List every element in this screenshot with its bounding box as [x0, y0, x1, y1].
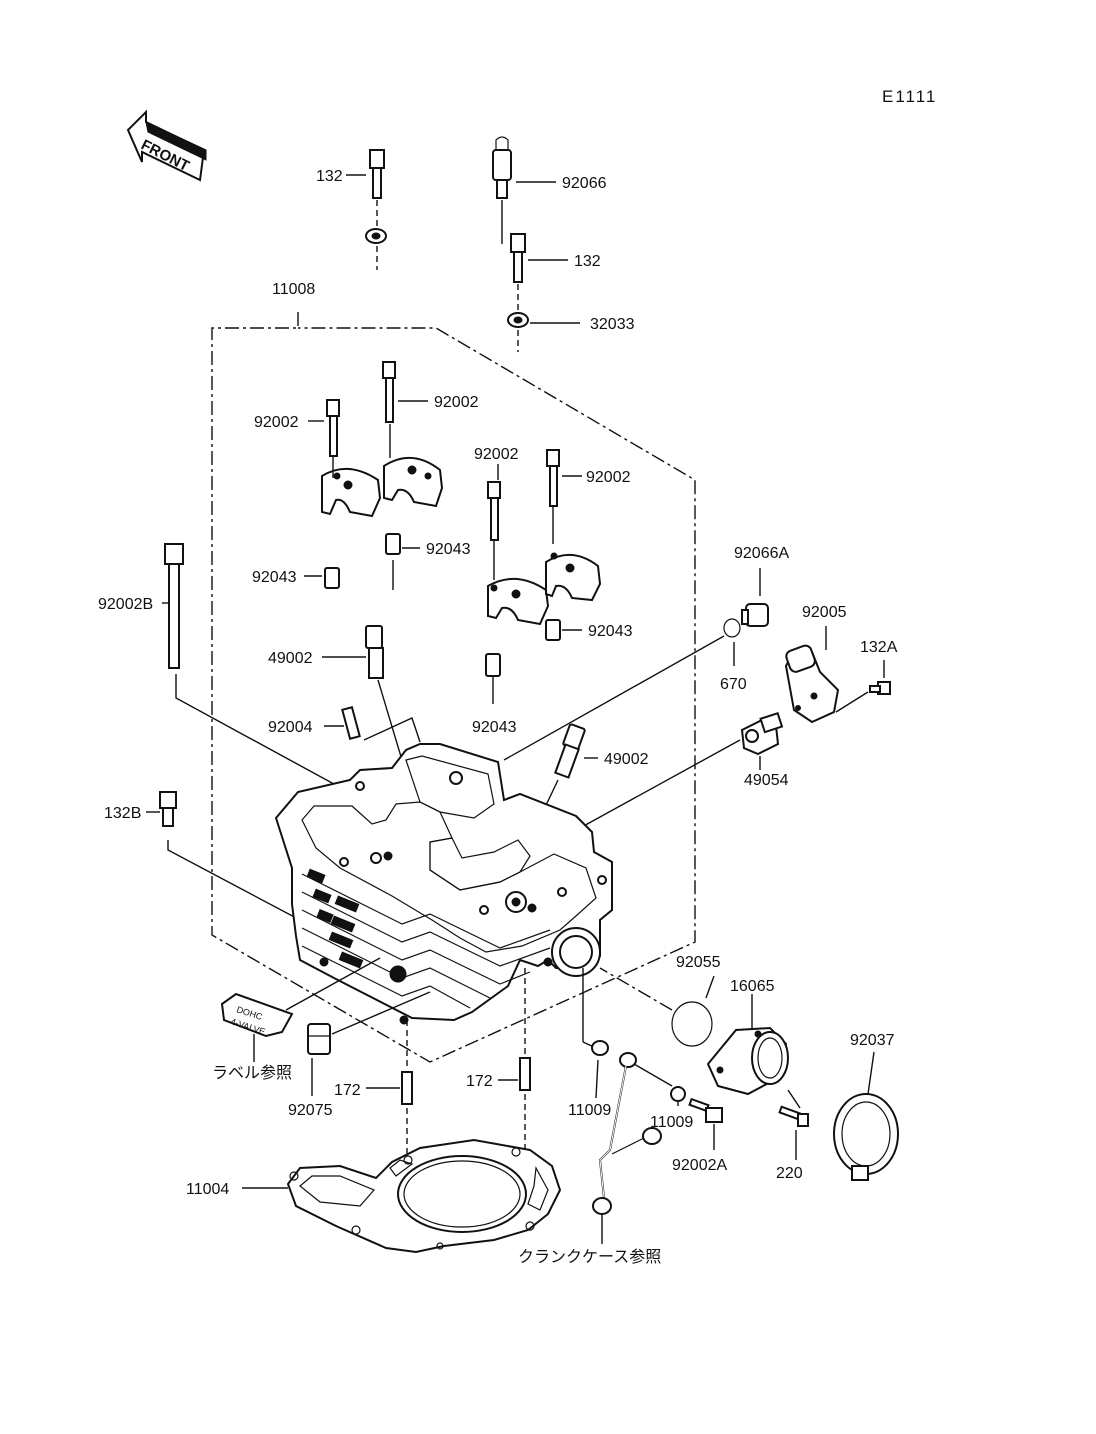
bolt-132A	[835, 660, 891, 713]
crankcase-reference-note: クランクケース参照	[518, 1247, 661, 1266]
label-92043-c: 92043	[588, 623, 633, 640]
sensor-92066	[492, 136, 512, 244]
bolt-132-mid	[510, 233, 526, 352]
label-11008: 11008	[272, 281, 315, 298]
label-reference-note: ラベル参照	[212, 1063, 292, 1082]
dowel-172-a	[401, 1020, 413, 1160]
label-92002A: 92002A	[672, 1157, 727, 1174]
label-172-a: 172	[334, 1082, 361, 1099]
bolt-92002A	[688, 1097, 723, 1150]
o-ring-92055	[599, 967, 715, 1047]
label-92002-b: 92002	[434, 394, 479, 411]
dowel-172-b	[519, 968, 531, 1200]
label-92043-a: 92043	[252, 569, 297, 586]
head-gasket-11004	[286, 1138, 562, 1254]
camshaft-cap-3	[487, 481, 550, 626]
dowel-92043-b	[324, 567, 340, 589]
dowel-92043-c	[545, 619, 561, 641]
label-92066: 92066	[562, 175, 607, 192]
intake-holder-16065	[706, 994, 801, 1109]
bolt-92002B	[164, 543, 379, 809]
label-132A: 132A	[860, 639, 898, 656]
label-92005: 92005	[802, 604, 847, 621]
label-92055: 92055	[676, 954, 721, 971]
label-92002-c: 92002	[474, 446, 519, 463]
label-92002B: 92002B	[98, 596, 153, 613]
screw-220	[778, 1105, 809, 1160]
clamp-92037	[833, 1051, 899, 1181]
stud-92004	[341, 705, 421, 743]
thermostat-49054	[579, 711, 784, 829]
label-11009-a: 11009	[568, 1102, 611, 1119]
label-11004: 11004	[186, 1181, 229, 1198]
label-132-mid: 132	[574, 253, 601, 270]
label-92004: 92004	[268, 719, 313, 736]
label-49054: 49054	[744, 772, 789, 789]
dowel-92043-d	[485, 653, 501, 704]
label-132-top: 132	[316, 168, 343, 185]
label-132B: 132B	[104, 805, 141, 822]
camshaft-cap-2	[382, 361, 444, 508]
thermostat-cover-92005	[784, 626, 840, 724]
leader-lines	[146, 174, 598, 1189]
o-ring-670	[503, 618, 741, 761]
label-92043-d: 92043	[472, 719, 517, 736]
label-172-b: 172	[466, 1073, 493, 1090]
label-670: 670	[720, 676, 747, 693]
label-92037: 92037	[850, 1032, 895, 1049]
label-49002-b: 49002	[604, 751, 649, 768]
label-92075: 92075	[288, 1102, 333, 1119]
label-32033: 32033	[590, 316, 635, 333]
dohc-label-plate: DOHC 4-VALVE	[220, 957, 381, 1062]
diagram-id: E1111	[882, 87, 937, 106]
camshaft-cap-1	[321, 399, 382, 518]
camshaft-cap-4	[545, 449, 602, 602]
label-92043-b: 92043	[426, 541, 471, 558]
plug-92066A	[741, 568, 769, 627]
label-92066A: 92066A	[734, 545, 789, 562]
label-92002-a: 92002	[254, 414, 299, 431]
label-220: 220	[776, 1165, 803, 1182]
label-92002-d: 92002	[586, 469, 631, 486]
dowel-92043-a	[385, 533, 401, 590]
assembly-boundary	[211, 312, 696, 1063]
cylinder-head-11008	[274, 743, 613, 1025]
oil-pipe-32033	[365, 228, 529, 328]
cap-92075	[307, 991, 431, 1096]
bolt-132B	[159, 791, 301, 921]
bolt-132-top	[369, 149, 385, 270]
label-11009-b: 11009	[650, 1114, 693, 1131]
label-49002-a: 49002	[268, 650, 313, 667]
front-arrow-icon: FRONT	[126, 109, 207, 182]
label-16065: 16065	[730, 978, 775, 995]
oil-line-assembly	[582, 968, 686, 1244]
